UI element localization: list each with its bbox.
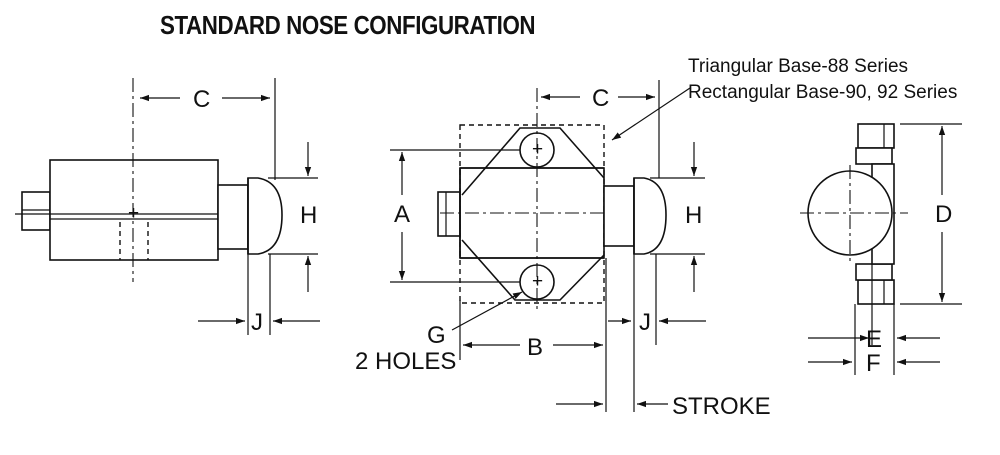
label-f: F — [866, 350, 881, 377]
label-h-mid: H — [685, 202, 702, 229]
side-view: + — [15, 78, 320, 335]
label-g: G — [427, 322, 446, 349]
label-stroke: STROKE — [672, 393, 771, 420]
label-d: D — [935, 201, 952, 228]
end-view — [800, 123, 962, 375]
label-b: B — [527, 334, 543, 361]
label-h-left: H — [300, 202, 317, 229]
front-view: + + — [390, 80, 706, 412]
label-j-left: J — [251, 309, 263, 336]
label-c-mid: C — [592, 85, 609, 112]
label-c-left: C — [193, 86, 210, 113]
diagram-title: STANDARD NOSE CONFIGURATION — [160, 10, 536, 40]
note-triangular-base: Triangular Base-88 Series — [688, 56, 908, 77]
svg-text:+: + — [128, 203, 139, 224]
note-rectangular-base: Rectangular Base-90, 92 Series — [688, 82, 957, 103]
label-two-holes: 2 HOLES — [355, 348, 456, 375]
label-a: A — [394, 201, 410, 228]
label-j-mid: J — [639, 309, 651, 336]
label-e: E — [866, 326, 882, 353]
svg-text:+: + — [532, 139, 543, 160]
svg-text:+: + — [532, 271, 543, 292]
